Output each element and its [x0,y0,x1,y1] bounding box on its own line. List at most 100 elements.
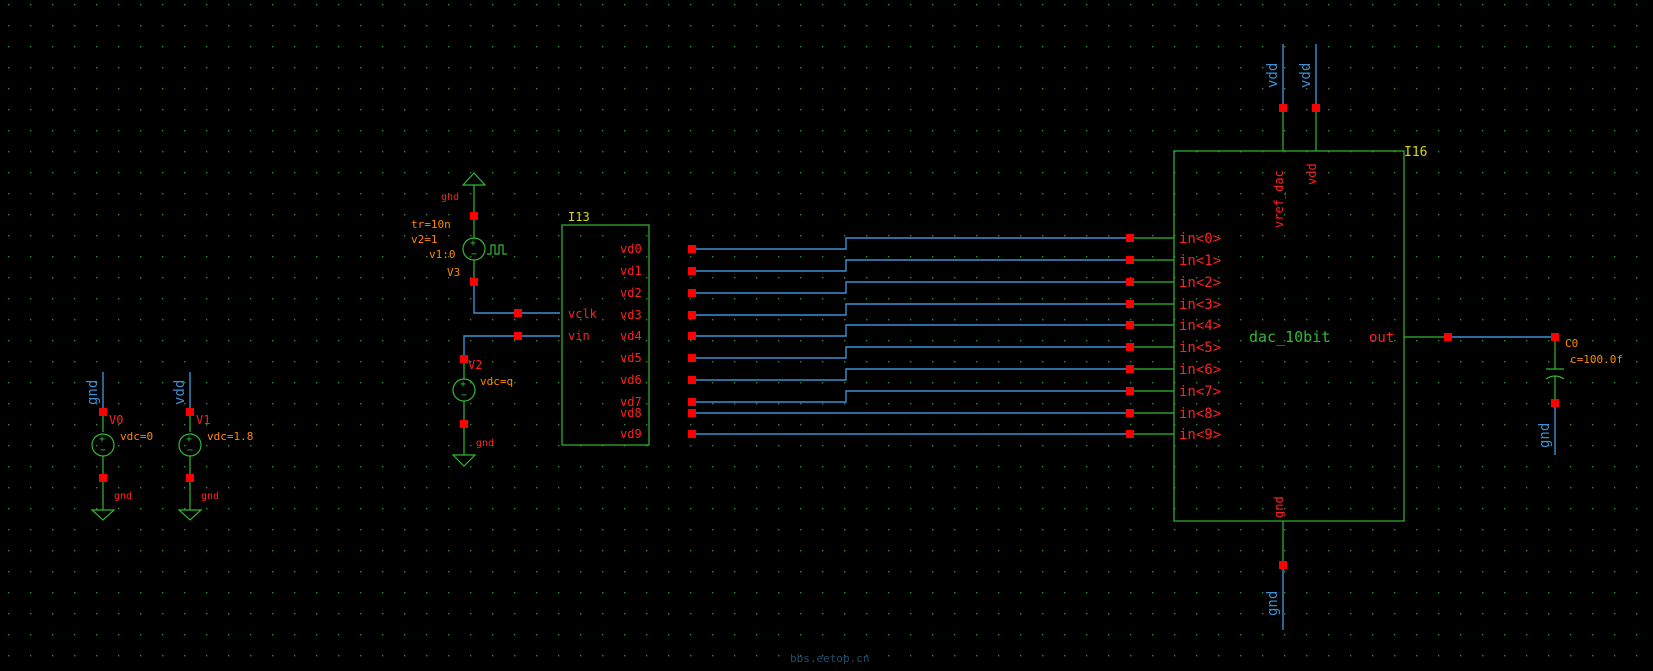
i13-pin-marker [688,430,696,438]
i16-pin-in-8: in<8> [1179,406,1221,422]
v0-param: vdc=0 [120,430,153,443]
source-v1[interactable]: vdd V1 + − vdc=1.8 gnd [172,372,253,521]
i16-pin-in-4: in<4> [1179,318,1221,334]
v1-param: vdc=1.8 [207,430,253,443]
svg-text:−: − [471,249,477,260]
svg-text:−: − [100,445,106,456]
v1-name: V1 [196,413,210,427]
i16-pin-marker [1126,256,1134,264]
i13-pin-marker [688,354,696,362]
source-v2[interactable]: V2 + − vdc=q gnd [451,335,560,467]
c0-param: c=100.0f [1570,353,1623,366]
pulse-waveform-icon [487,244,507,255]
bus-wire-vd4 [696,324,1126,337]
v3-tr: tr=10n [411,218,451,231]
instance-i16[interactable]: I16 dac_10bit in<0> in<1> in<2> in<3> in<4> i… [1126,44,1452,630]
v0-name: V0 [109,413,123,427]
i16-pin-marker [1126,234,1134,242]
v0-ground-icon [90,509,116,521]
i16-pin-marker [1126,365,1134,373]
i13-pin-vd0: vd0 [620,242,642,256]
i16-pin-marker [1126,409,1134,417]
i16-pin-out: out [1369,330,1394,346]
i16-pin-marker [1126,278,1134,286]
svg-text:+: + [460,379,466,390]
i13-pin-vd5: vd5 [620,351,642,365]
bus-wire-vd0 [696,237,1126,250]
bus-wire-vd3 [696,303,1126,316]
instance-i13[interactable]: I13 vclk vin vd0vd1vd2vd3vd4vd5vd6vd7vd8… [514,210,696,446]
i16-name: I16 [1404,145,1427,160]
i16-pin-vdd: vdd [1305,163,1319,185]
svg-text:+: + [186,434,192,445]
i16-pin-marker [1126,343,1134,351]
i13-pin-marker [688,267,696,275]
v1-net-label: vdd [172,380,188,405]
i16-body [1173,150,1405,522]
i13-pin-vd3: vd3 [620,308,642,322]
i16-pin-marker [1126,321,1134,329]
v0-gnd-label: gnd [114,491,132,502]
i16-pin-in-2: in<2> [1179,275,1221,291]
vd-bus-wires [696,237,1126,435]
v0-net-label: gnd [85,380,101,405]
v3-name: V3 [447,266,460,279]
i16-pin-vref: vref_dac [1272,170,1286,228]
vdd-net-label-a: vdd [1265,63,1281,88]
svg-text:+: + [470,238,476,249]
i13-body [561,224,650,446]
i13-pin-vin: vin [568,329,590,343]
i13-pin-vd4: vd4 [620,329,642,343]
i13-pin-marker [688,409,696,417]
i16-pin-marker [1126,430,1134,438]
watermark: bbs.eetop.cn [790,652,869,665]
i13-pin-vd2: vd2 [620,286,642,300]
bus-wire-vd6 [696,368,1126,381]
v3-gnd-label: gnd [441,192,459,203]
i13-pin-vd1: vd1 [620,264,642,278]
i16-pin-gnd: gnd [1272,496,1286,518]
i16-pin-in-9: in<9> [1179,427,1221,443]
v1-ground-icon [177,509,203,521]
v2-name: V2 [468,358,482,372]
v2-param: vdc=q [480,375,513,388]
i16-pin-marker [1126,300,1134,308]
i16-cell-name: dac_10bit [1249,328,1330,346]
v2-gnd-label: gnd [476,438,494,449]
bus-wire-vd2 [696,281,1126,294]
bus-wire-vd1 [696,259,1126,272]
i16-pin-in-0: in<0> [1179,231,1221,247]
c0-name: C0 [1565,337,1578,350]
svg-text:+: + [99,434,105,445]
capacitor-c0[interactable]: C0 c=100.0f gnd [1452,333,1623,455]
i13-pin-marker [688,398,696,406]
i13-pin-marker [688,332,696,340]
i16-pin-in-3: in<3> [1179,297,1221,313]
i13-pin-vd8: vd8 [620,406,642,420]
v3-v2: v2=1 [411,233,438,246]
i13-pin-marker [688,376,696,384]
i13-pin-vd9: vd9 [620,427,642,441]
i16-input-pins: in<0>in<1>in<2>in<3>in<4>in<5>in<6>in<7>… [1126,231,1221,443]
svg-text:−: − [461,390,467,401]
v1-gnd-label: gnd [201,491,219,502]
v2-ground-icon [451,454,477,467]
i16-pin-marker [1126,387,1134,395]
i13-pin-marker [688,245,696,253]
vdd-net-label-b: vdd [1298,63,1314,88]
i13-pin-vd6: vd6 [620,373,642,387]
bus-wire-vd5 [696,346,1126,359]
i13-pin-marker [688,311,696,319]
i13-pin-vd7: vd7 [620,395,642,409]
i13-pin-vclk: vclk [568,307,598,321]
i16-pin-in-6: in<6> [1179,362,1221,378]
v3-v1: v1:0 [429,248,456,261]
i16-pin-in-1: in<1> [1179,253,1221,269]
svg-text:−: − [187,445,193,456]
gnd-net-label-bottom: gnd [1265,591,1281,616]
source-v3[interactable]: gnd + − tr=10n v2=1 v1:0 V3 [411,172,560,314]
source-v0[interactable]: gnd V0 + − vdc=0 gnd [85,372,153,521]
i16-pin-in-7: in<7> [1179,384,1221,400]
